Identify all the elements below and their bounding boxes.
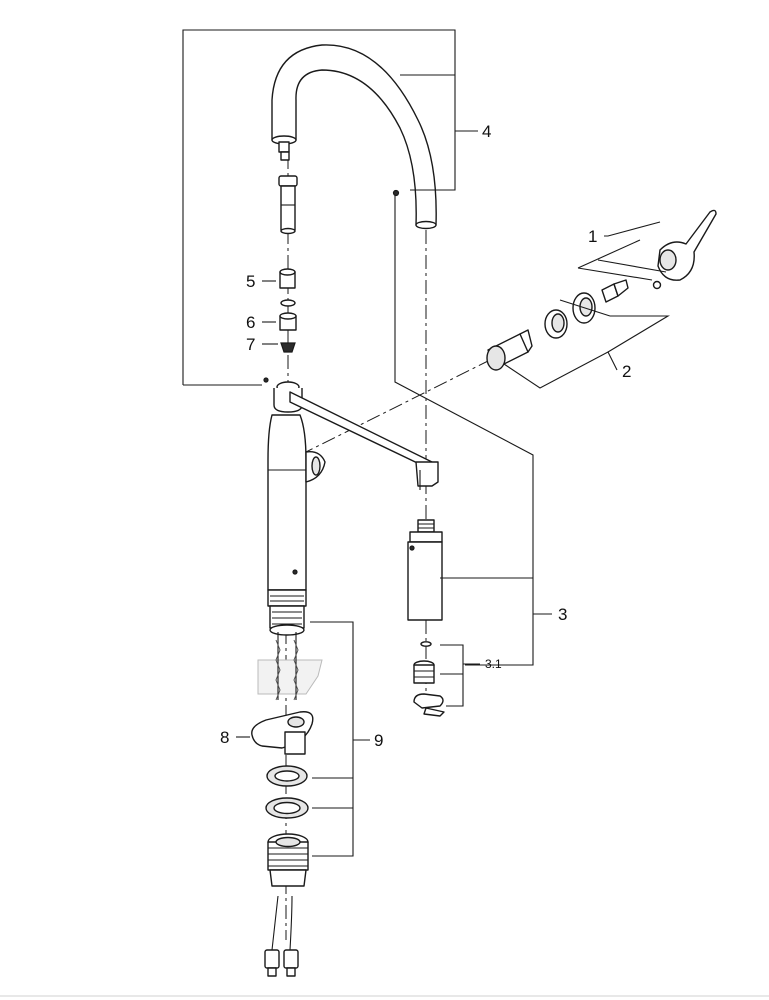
callout-9: 9 <box>374 731 383 750</box>
countertop-ghost <box>257 659 323 695</box>
cartridge-nut-ring <box>544 309 568 339</box>
faucet-body <box>267 381 439 636</box>
seal-part-7 <box>280 342 296 353</box>
callout-5: 5 <box>246 272 255 291</box>
pull-out-spray-part <box>407 519 443 621</box>
callout-4: 4 <box>482 122 491 141</box>
washer-9a <box>266 765 308 787</box>
holder-clip-3-1 <box>413 693 445 717</box>
center-axes <box>285 130 491 940</box>
spout-hose-connector <box>278 175 298 235</box>
spray-head-3-1 <box>413 660 435 684</box>
callout-6: 6 <box>246 313 255 332</box>
spout-part <box>271 44 437 230</box>
mounting-nut-9 <box>267 833 309 887</box>
o-ring-small <box>280 299 296 307</box>
cartridge-part-2 <box>486 329 533 371</box>
supply-hoses-upper <box>275 632 299 701</box>
callout-3: 3 <box>558 605 567 624</box>
callout-8: 8 <box>220 728 229 747</box>
insert-part-5 <box>279 268 296 289</box>
aerator-part-6 <box>279 312 297 331</box>
handle-lever-part-1 <box>657 209 717 281</box>
supply-hoses-lower <box>264 895 299 977</box>
callout-2: 2 <box>622 362 631 381</box>
o-ring-3-1 <box>420 641 432 647</box>
leader-lines <box>182 29 670 857</box>
adapter-part <box>601 279 629 303</box>
grub-screw <box>652 280 662 290</box>
callout-7: 7 <box>246 335 255 354</box>
callout-labels: 1 2 3 3.1 4 5 6 7 8 9 <box>220 122 631 750</box>
bracket-part-8 <box>251 711 314 755</box>
washer-9b <box>265 797 309 819</box>
callout-1: 1 <box>588 227 597 246</box>
callout-3-1: 3.1 <box>485 657 502 671</box>
